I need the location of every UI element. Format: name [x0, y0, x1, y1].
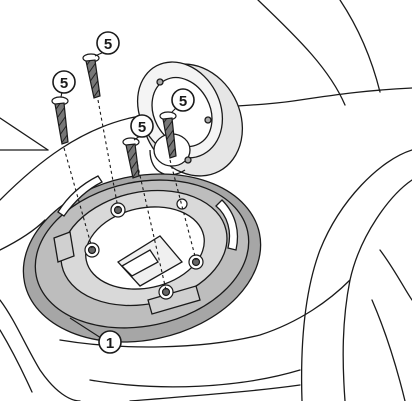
tank-right-panel-inner	[342, 179, 412, 401]
guide-a	[63, 147, 93, 249]
flange-left-tab	[53, 231, 75, 263]
tank-bottom-ridge-2	[129, 384, 301, 401]
screw-b	[82, 53, 101, 99]
callout-screw-c-label: 5	[138, 119, 146, 136]
callout-screw-a: 5	[52, 70, 76, 94]
tank-lower-left-inner	[0, 329, 33, 393]
screw-d	[159, 111, 177, 159]
callout-screw-a-label: 5	[60, 75, 68, 92]
flange-slot-right	[215, 199, 239, 251]
tank-lock-flange	[22, 173, 262, 343]
callout-screw-b-label: 5	[104, 36, 112, 53]
opening-mark	[120, 249, 159, 277]
callout-screw-c: 5	[130, 114, 154, 138]
screw-a	[51, 96, 69, 145]
tank-right-panel	[300, 149, 412, 401]
alignment-lines	[63, 99, 197, 291]
cap-bolt-top	[156, 78, 164, 86]
guide-c	[135, 157, 167, 291]
tank-bottom-ridge	[89, 369, 301, 388]
tank-right-line	[371, 299, 406, 401]
callout-screw-d: 5	[171, 88, 195, 112]
cap-bolt-right	[204, 116, 212, 124]
hole-inner	[176, 198, 188, 210]
flange-screw-holes	[84, 198, 204, 300]
guide-b	[97, 99, 119, 209]
tank-upper-edge	[257, 0, 346, 106]
flange-slot-left	[57, 175, 103, 217]
tank-upper-edge-inner	[339, 0, 381, 93]
flange-bottom-tab	[147, 285, 201, 315]
screw-c	[122, 137, 140, 179]
callout-screw-d-label: 5	[179, 93, 187, 110]
callout-flange-label: 1	[106, 335, 114, 352]
tank-left-arrow-top	[0, 117, 49, 151]
callout-screw-b: 5	[96, 31, 120, 55]
tank-left-panel	[0, 219, 46, 251]
tank-lower-left	[0, 299, 81, 401]
tank-right-line-2	[379, 249, 412, 301]
callout-flange: 1	[98, 330, 122, 354]
flange-leader	[69, 317, 102, 339]
cap-bolt-bottom	[184, 156, 192, 164]
cap-stem	[149, 149, 186, 176]
guide-d	[169, 159, 197, 261]
